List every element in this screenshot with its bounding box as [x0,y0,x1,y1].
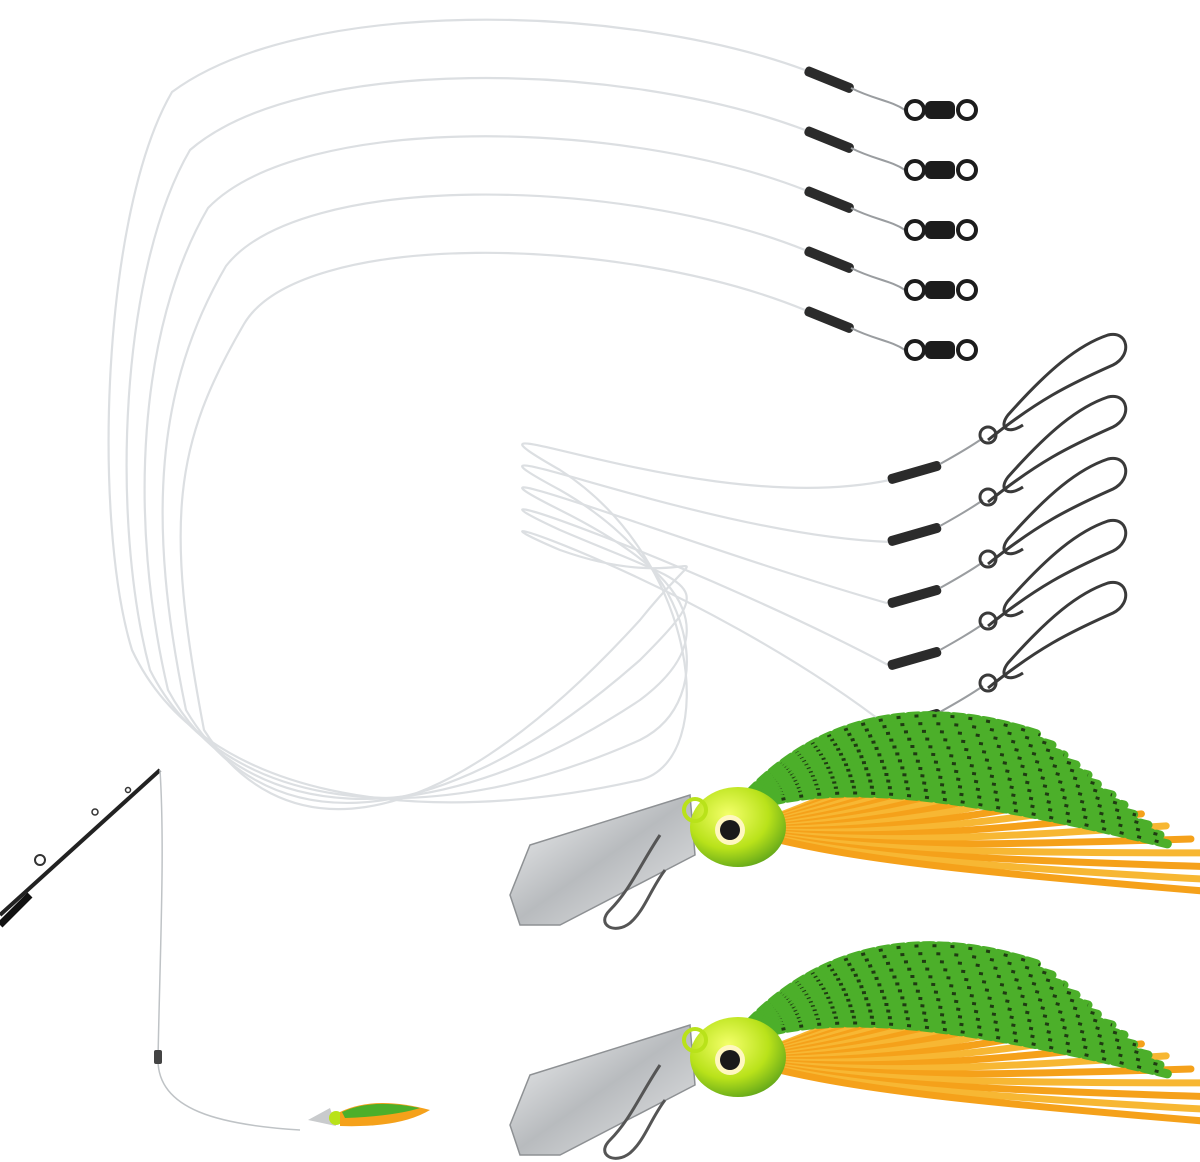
chatterbait-lure-icon [509,941,1200,1160]
crimp-sleeve-icon [804,306,854,333]
chatterbait-lures [509,711,1200,1160]
snap-ends [887,332,1128,732]
leader-wire-icon [143,135,891,800]
crimp-sleeve-icon [804,186,854,213]
barrel-swivel-icon [804,306,978,361]
crimp-sleeve-icon [887,522,942,546]
barrel-swivel-icon [804,66,978,121]
leader-wire-icon [107,18,891,804]
blade-icon [509,794,696,926]
leader-wire-icon [179,251,891,811]
chatterbait-lure-icon [509,711,1200,930]
snap-clip-icon [603,1064,667,1160]
barrel-swivel-icon [804,126,978,181]
crimp-sleeve-icon [804,246,854,273]
crimp-sleeve-icon [887,646,942,670]
crimp-sleeve-icon [804,126,854,153]
crimp-sleeve-icon [804,66,854,93]
snap-clip-icon [887,332,1128,484]
snap-clip-icon [887,394,1128,546]
barrel-swivel-icon [804,186,978,241]
snap-clip-icon [887,518,1128,670]
snap-clip-icon [603,834,667,930]
crimp-sleeve-icon [887,584,942,608]
fishing-rod-icon [0,768,430,1131]
snap-clip-icon [887,456,1128,608]
blade-icon [509,1024,696,1156]
barrel-swivel-icon [804,246,978,301]
leader-wire-icon [125,76,891,800]
mini-lure-icon [308,1102,430,1127]
leader-wires [107,18,891,811]
swivel-ends [804,66,978,361]
crimp-sleeve-icon [887,460,942,484]
leader-wire-icon [161,193,891,805]
